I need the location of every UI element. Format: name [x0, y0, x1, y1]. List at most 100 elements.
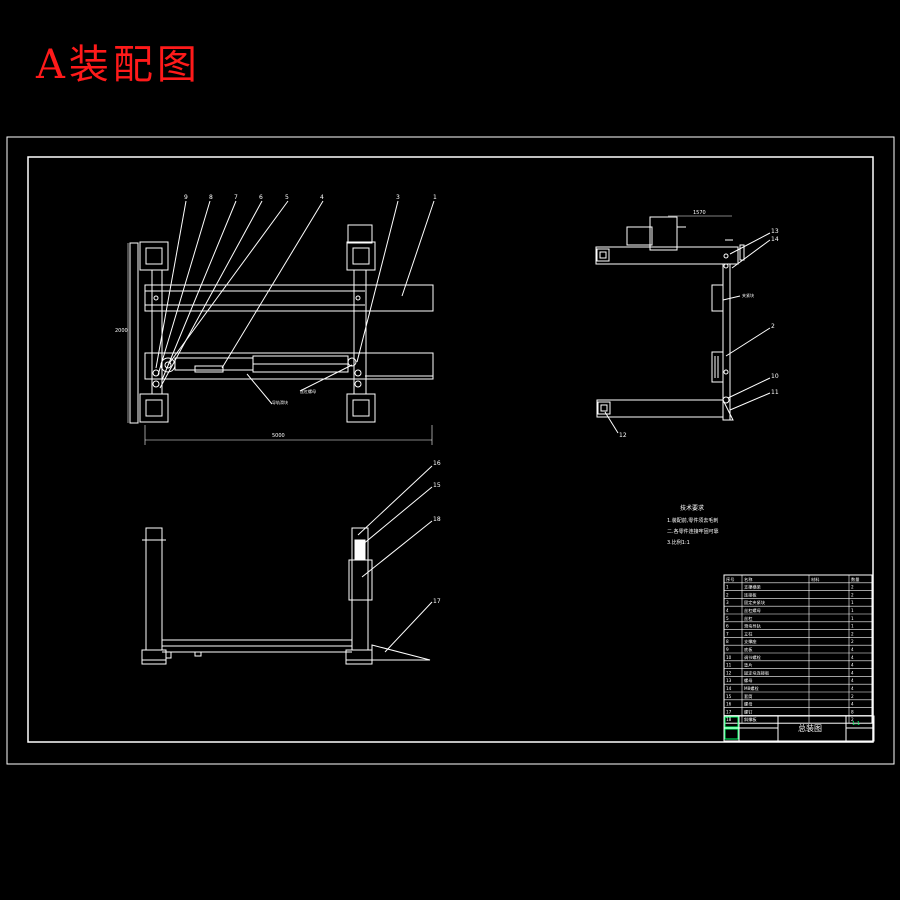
technical-requirements: 技术要求 1.装配前,零件须去毛刺 二.各零件连接牢固可靠 3.比例1:1 [667, 504, 719, 546]
balloon-number: 5 [285, 194, 289, 201]
balloon-number: 18 [433, 516, 441, 523]
bom-cell: 螺钉 [744, 708, 753, 715]
bom-cell: 4 [851, 678, 854, 683]
bom-cell: 3 [726, 600, 729, 605]
bom-cell: 16 [726, 702, 732, 707]
bom-cell: 2 [851, 631, 854, 636]
upper-beam [144, 284, 434, 312]
bom-cell: 底板 [744, 646, 753, 653]
side-view: 1570 夹紧块 13 14 2 10 11 12 [595, 210, 779, 439]
bom-cell: 调节螺栓 [744, 654, 762, 661]
bom-cell: 立柱 [744, 630, 753, 637]
bom-cell: 套筒 [744, 693, 752, 700]
balloon-number: 11 [771, 389, 779, 396]
upper-arm [595, 246, 739, 265]
balloon-number: 9 [184, 194, 188, 201]
leader-label: 丝杠螺母 [300, 388, 316, 394]
bom-cell: 4 [851, 647, 854, 652]
tech-requirement-line: 3.比例1:1 [667, 539, 690, 546]
clamp-block [711, 284, 724, 312]
balloon-number: 17 [433, 598, 441, 605]
bom-header-cell: 名称 [744, 576, 752, 583]
balloon-number: 16 [433, 460, 441, 467]
sleeve [348, 559, 373, 601]
tech-requirement-line: 二.各零件连接牢固可靠 [667, 528, 719, 535]
dimension-width: 5000 [272, 433, 285, 439]
tech-requirement-line: 1.装配前,零件须去毛刺 [667, 517, 718, 524]
bom-cell: 固定夹紧块 [744, 599, 766, 606]
lead-screw [174, 357, 254, 371]
bom-cell: 12 [726, 670, 732, 675]
balloon-number: 15 [433, 482, 441, 489]
title-block: 总装图 1:1 [723, 715, 875, 742]
motor [626, 226, 653, 246]
title-block-label: 总装图 [798, 723, 822, 733]
bom-cell: 11 [726, 663, 732, 668]
bom-cell: 2 [726, 592, 729, 597]
tech-requirements-heading: 技术要求 [680, 504, 704, 512]
bom-header-cell: 材料 [811, 576, 820, 583]
bom-cell: 9 [726, 647, 729, 652]
bom-cell: 2 [851, 585, 854, 590]
bom-cell: 支撑座 [744, 638, 757, 645]
bom-cell: 7 [726, 631, 729, 636]
balloon-number: 13 [771, 228, 779, 235]
leader-label: 夹紧块 [742, 292, 754, 298]
balloon-number: 2 [771, 323, 775, 330]
base-pad [139, 393, 169, 423]
bom-cell: 2 [851, 592, 854, 597]
bom-cell: 斜撑板 [744, 716, 757, 723]
bom-cell: 2 [851, 694, 854, 699]
bom-cell: 8 [851, 709, 854, 714]
bom-cell: 垫片 [744, 662, 752, 669]
bom-cell: 1 [851, 608, 854, 613]
front-view: 16 15 18 17 [141, 460, 441, 665]
bom-cell: 4 [851, 655, 854, 660]
balloon-number: 12 [619, 432, 627, 439]
bom-cell: 固定块连接板 [744, 669, 770, 676]
bom-frame [723, 574, 873, 724]
balloon-number: 4 [320, 194, 324, 201]
page-title: A装配图 [36, 42, 201, 88]
diagonal-support [371, 644, 431, 661]
bom-cell: 14 [726, 686, 732, 691]
top-view: 5000 2000 导轨滑块 丝杠螺母 9 8 7 6 5 4 3 1 [115, 194, 437, 445]
bom-cell: 1 [726, 585, 729, 590]
bom-cell: 6 [726, 624, 729, 629]
bom-cell: M8螺栓 [744, 685, 759, 692]
bom-cell: 18 [726, 717, 732, 722]
bom-cell: 支撑横梁 [744, 584, 762, 591]
balloon-number: 1 [433, 194, 437, 201]
bom-cell: 1 [851, 624, 854, 629]
bom-cell: 螺母 [744, 701, 752, 708]
inner-border [27, 156, 874, 743]
bom-cell: 4 [726, 608, 729, 613]
balloon-row-top: 9 8 7 6 5 4 3 1 [184, 194, 437, 201]
bom-cell: 1 [851, 600, 854, 605]
bom-cell: 丝杠螺母 [744, 607, 761, 614]
bom-cell: 17 [726, 709, 732, 714]
bom-cell: 滑块导轨 [744, 623, 762, 630]
dimension-arm: 1570 [693, 210, 706, 216]
lower-arm [596, 399, 724, 418]
bom-cell: 丝杠 [744, 615, 752, 622]
bom-cell: 4 [851, 670, 854, 675]
leader-label: 导轨滑块 [272, 399, 288, 405]
bom-cell: 2 [851, 717, 854, 722]
bom-cell: 4 [851, 686, 854, 691]
bom-cell: 螺母 [744, 677, 752, 684]
bom-cell: 5 [726, 616, 729, 621]
base-pad [346, 393, 376, 423]
outer-border [6, 136, 895, 765]
base-pad [139, 241, 169, 271]
bom-header-cell: 数量 [851, 576, 859, 583]
bom-cell: 10 [726, 655, 732, 660]
balloon-number: 10 [771, 373, 779, 380]
bom-cell: 4 [851, 663, 854, 668]
bom-header-cell: 序号 [726, 576, 734, 583]
bom-cell: 连接板 [744, 591, 757, 598]
lower-beam [144, 352, 434, 380]
balloon-number: 14 [771, 236, 779, 243]
